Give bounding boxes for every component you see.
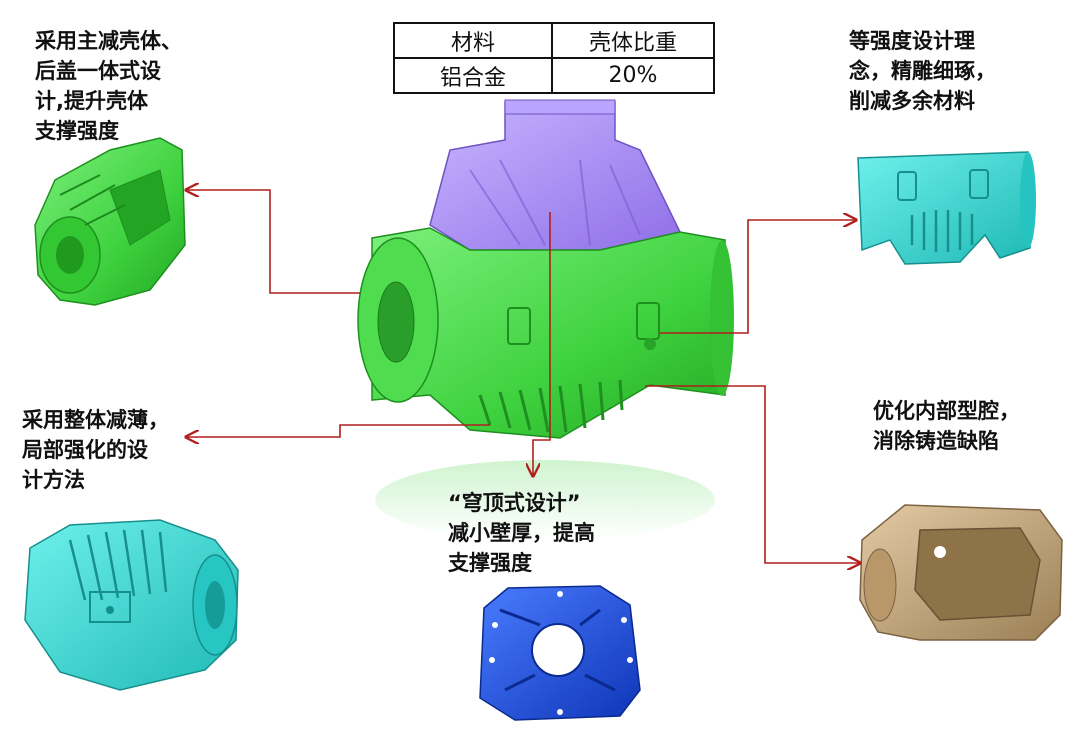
caption-line: “穹顶式设计” (448, 491, 581, 515)
arrow-to-cyan-top-part (660, 220, 856, 334)
caption-line: 减小壁厚，提高 (448, 521, 595, 545)
caption-line: 优化内部型腔， (873, 399, 1020, 423)
table-row: 铝合金 20% (393, 57, 715, 94)
leader-lines (186, 190, 860, 563)
caption-line: 支撑强度 (448, 551, 532, 575)
green-housing-part-illustration (34, 137, 186, 306)
table-header-row: 材料 壳体比重 (393, 22, 715, 59)
caption-line: 采用整体减薄， (22, 408, 169, 432)
cyan-ribbed-housing-illustration (24, 519, 239, 691)
table-header-shell-ratio: 壳体比重 (551, 22, 715, 59)
cyan-housing-part-illustration (857, 151, 1036, 265)
table-cell-shell-ratio: 20% (551, 57, 715, 94)
arrow-to-bronze-part (645, 385, 860, 563)
caption-top-left: 采用主减壳体、 后盖一体式设 计,提升壳体 支撑强度 (35, 26, 182, 146)
caption-line: 念，精雕细琢， (849, 59, 996, 83)
caption-mid-right: 优化内部型腔， 消除铸造缺陷 (873, 396, 1020, 456)
caption-top-right: 等强度设计理 念，精雕细琢， 削减多余材料 (849, 26, 996, 116)
caption-line: 采用主减壳体、 (35, 29, 182, 53)
arrow-to-green-part (186, 190, 360, 294)
main-housing-illustration (357, 99, 734, 540)
caption-line: 局部强化的设 (22, 438, 148, 462)
caption-mid-left: 采用整体减薄， 局部强化的设 计方法 (22, 405, 169, 495)
table-cell-material: 铝合金 (393, 57, 553, 94)
caption-line: 消除铸造缺陷 (873, 429, 999, 453)
caption-line: 支撑强度 (35, 119, 119, 143)
caption-bottom-center: “穹顶式设计” 减小壁厚，提高 支撑强度 (448, 488, 595, 578)
caption-line: 计方法 (22, 468, 85, 492)
caption-line: 后盖一体式设 (35, 59, 161, 83)
arrow-to-left-caption (186, 424, 490, 437)
table-header-material: 材料 (393, 22, 553, 59)
caption-line: 削减多余材料 (849, 89, 975, 113)
caption-line: 计,提升壳体 (35, 89, 148, 113)
caption-line: 等强度设计理 (849, 29, 975, 53)
material-spec-table: 材料 壳体比重 铝合金 20% (393, 22, 715, 94)
blue-cover-part-illustration (479, 585, 641, 721)
bronze-housing-part-illustration (859, 504, 1063, 641)
arrow-to-bottom-caption (533, 212, 551, 476)
